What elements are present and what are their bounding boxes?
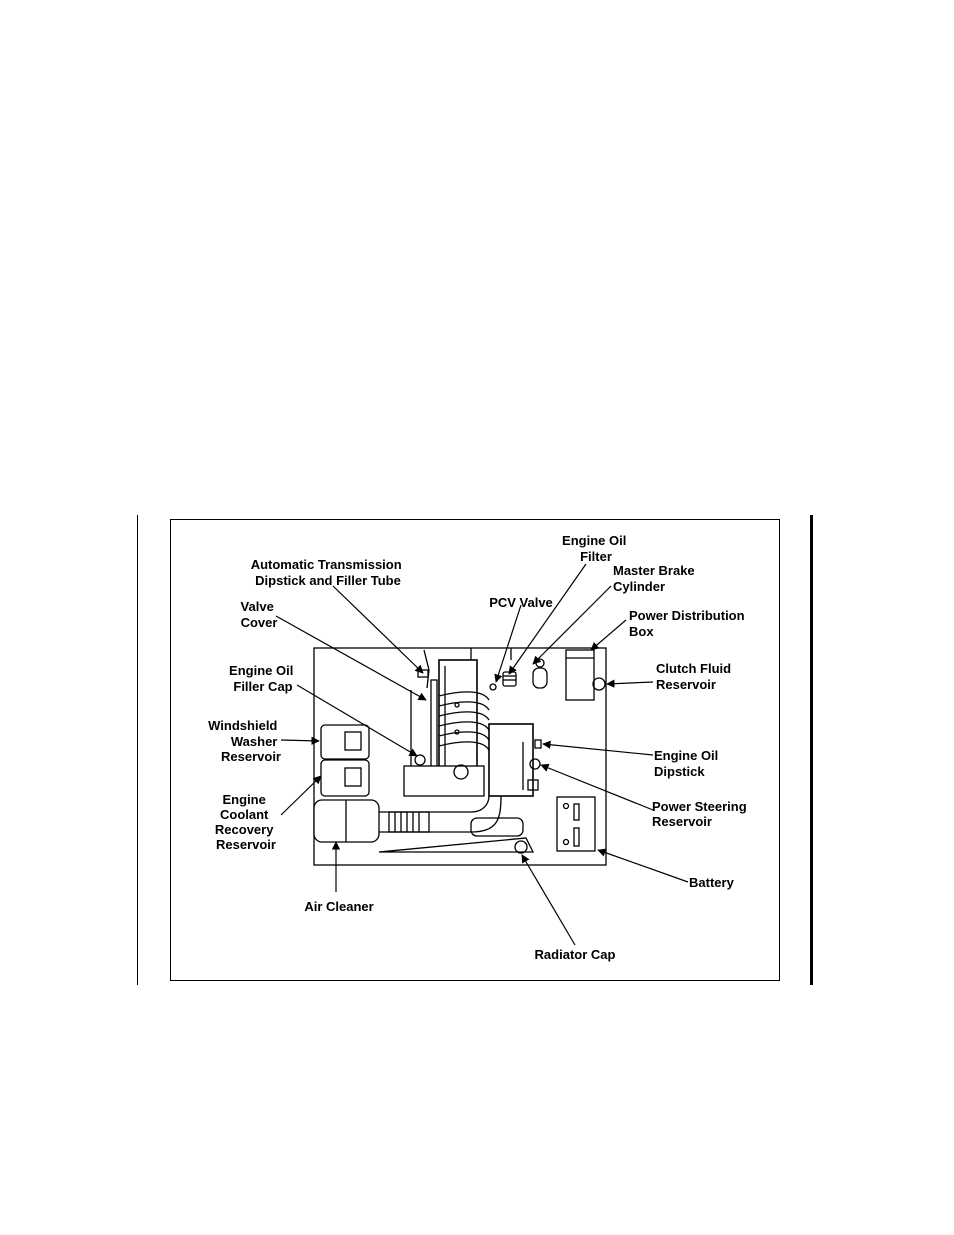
left-margin-rule (137, 515, 138, 985)
engine-compartment-drawing (313, 647, 607, 866)
leader-clutch-fluid-reservoir (606, 679, 654, 688)
leader-power-steering (540, 763, 654, 811)
leader-engine-oil-filler-cap (296, 684, 418, 757)
leader-windshield-washer (280, 736, 320, 745)
leader-auto-trans-dipstick (332, 585, 424, 674)
label-pcv-valve: PCV Valve (489, 595, 553, 610)
label-windshield-washer-reservoir: Windshield Washer Reservoir (208, 718, 281, 764)
label-clutch-fluid-reservoir: Clutch Fluid Reservoir (656, 661, 735, 692)
power-steering-reservoir (529, 758, 541, 770)
radiator-cap (514, 840, 528, 854)
label-engine-oil-filler-cap: Engine Oil Filler Cap (229, 663, 297, 694)
engine-housing-right (488, 723, 534, 797)
leader-engine-oil-filter (508, 563, 587, 675)
leader-valve-cover (275, 615, 427, 701)
leader-power-distribution-box (590, 619, 627, 651)
leader-battery (597, 848, 689, 883)
right-margin-bar (810, 515, 813, 985)
figure-frame: Engine Oil Filter Master Brake Cylinder … (170, 519, 780, 981)
leader-radiator-cap (521, 854, 576, 946)
label-radiator-cap: Radiator Cap (535, 947, 616, 962)
label-power-steering-reservoir: Power Steering Reservoir (652, 799, 750, 829)
label-engine-coolant-recovery-reservoir: Engine Coolant Recovery Reservoir (215, 792, 277, 852)
label-power-distribution-box: Power Distribution Box (629, 608, 748, 639)
label-engine-oil-dipstick: Engine Oil Dipstick (654, 748, 722, 779)
trans-dipstick-tube (423, 649, 430, 689)
radiator (378, 837, 535, 853)
label-air-cleaner: Air Cleaner (304, 899, 373, 914)
label-battery: Battery (689, 875, 735, 890)
clutch-fluid-reservoir (592, 677, 606, 691)
oil-dipstick-handle (534, 739, 542, 749)
label-engine-oil-filter: Engine Oil Filter (562, 533, 630, 564)
leader-engine-coolant (280, 775, 322, 816)
leader-master-brake-cylinder (532, 585, 612, 665)
leader-engine-oil-dipstick (542, 740, 654, 756)
battery (556, 796, 596, 852)
intake-manifold (438, 691, 490, 751)
callout-labels: Engine Oil Filter Master Brake Cylinder … (208, 533, 750, 962)
power-distribution-box (565, 649, 595, 701)
label-master-brake-cylinder: Master Brake Cylinder (613, 563, 698, 594)
leader-lines (275, 563, 689, 946)
label-auto-trans-dipstick: Automatic Transmission Dipstick and Fill… (251, 557, 406, 588)
leader-pcv-valve (494, 604, 522, 683)
pcv-valve (489, 683, 497, 691)
intake-duct (379, 795, 524, 837)
engine-compartment-diagram: Engine Oil Filter Master Brake Cylinder … (208, 533, 750, 962)
label-valve-cover: Valve Cover (241, 599, 278, 630)
oil-filler-cap (414, 754, 426, 766)
master-brake-cylinder (532, 667, 548, 689)
